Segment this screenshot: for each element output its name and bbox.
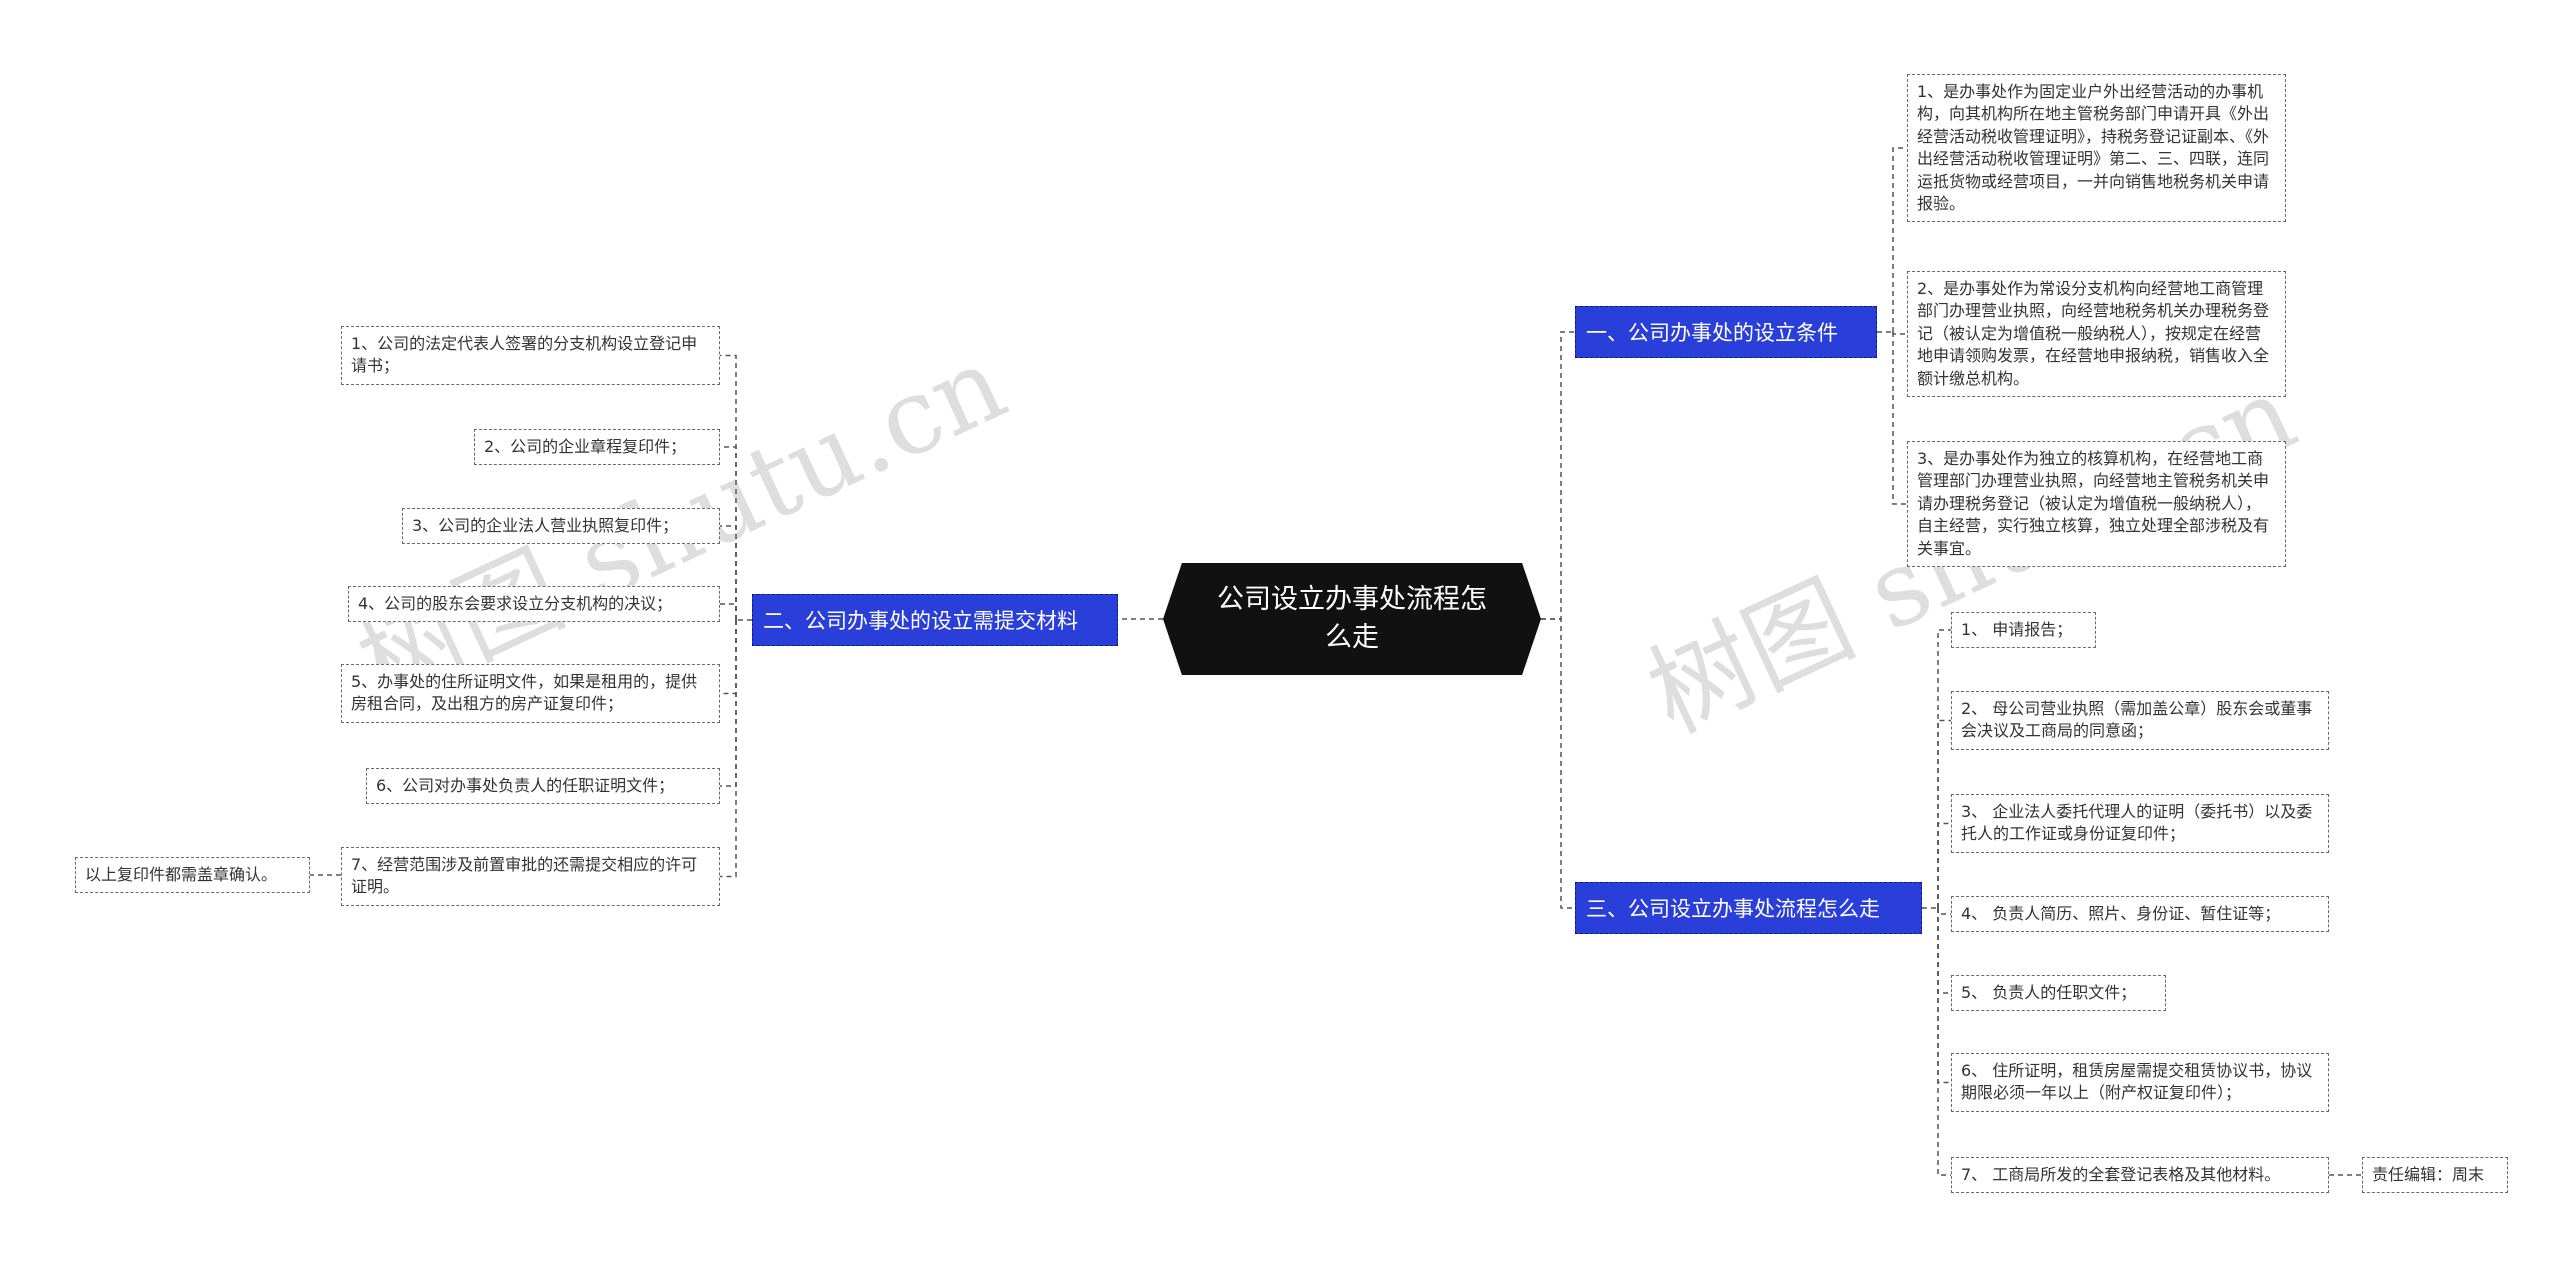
condition-item-3[interactable]: 3、是办事处作为独立的核算机构，在经营地工商管理部门办理营业执照，向经营地主管税… <box>1907 441 2286 567</box>
process-item-2[interactable]: 2、 母公司营业执照（需加盖公章）股东会或董事会决议及工商局的同意函； <box>1951 691 2329 750</box>
b2-child-link-4 <box>720 603 737 620</box>
process-item-5[interactable]: 5、 负责人的任职文件； <box>1951 975 2166 1012</box>
b1-child-link-3 <box>1892 332 1907 505</box>
b2-child-link-7 <box>720 620 737 878</box>
b1-child-link-1 <box>1892 147 1907 332</box>
material-item-2[interactable]: 2、公司的企业章程复印件； <box>474 429 720 466</box>
b3-child-link-1 <box>1937 629 1951 908</box>
b3-child-link-7 <box>1937 908 1951 1176</box>
b1-root-link <box>1541 331 1575 620</box>
b3-child-link-5 <box>1937 908 1951 994</box>
material-note[interactable]: 以上复印件都需盖章确认。 <box>75 857 310 894</box>
b2-child-link-5 <box>720 620 737 695</box>
b3-child-link-6 <box>1937 908 1951 1084</box>
branch-required-materials[interactable]: 二、公司办事处的设立需提交材料 <box>752 594 1118 646</box>
b3-child-link-3 <box>1937 822 1951 908</box>
b2-child-link-1 <box>720 354 737 620</box>
material-item-7[interactable]: 7、经营范围涉及前置审批的还需提交相应的许可证明。 <box>341 847 720 906</box>
b2-child-link-2 <box>720 446 737 620</box>
b3-root-link <box>1541 618 1575 909</box>
condition-item-2[interactable]: 2、是办事处作为常设分支机构向经营地工商管理部门办理营业执照，向经营地税务机关办… <box>1907 271 2286 397</box>
material-item-4[interactable]: 4、公司的股东会要求设立分支机构的决议； <box>348 586 720 623</box>
b3-child-link-4 <box>1937 908 1951 915</box>
process-item-1[interactable]: 1、 申请报告； <box>1951 612 2096 649</box>
editor-note[interactable]: 责任编辑：周末 <box>2362 1157 2508 1194</box>
process-item-7[interactable]: 7、 工商局所发的全套登记表格及其他材料。 <box>1951 1157 2329 1194</box>
process-item-3[interactable]: 3、 企业法人委托代理人的证明（委托书）以及委托人的工作证或身份证复印件； <box>1951 794 2329 853</box>
material-item-5[interactable]: 5、办事处的住所证明文件，如果是租用的，提供房租合同，及出租方的房产证复印件； <box>341 664 720 723</box>
branch-setup-process[interactable]: 三、公司设立办事处流程怎么走 <box>1575 882 1922 934</box>
b3-child-link-2 <box>1937 719 1951 908</box>
b2-child-link-3 <box>720 525 737 620</box>
b1-child-link-2 <box>1892 332 1907 335</box>
material-item-3[interactable]: 3、公司的企业法人营业执照复印件； <box>402 508 720 545</box>
process-item-4[interactable]: 4、 负责人简历、照片、身份证、暂住证等； <box>1951 896 2329 933</box>
branch-establishment-conditions[interactable]: 一、公司办事处的设立条件 <box>1575 306 1877 358</box>
material-item-6[interactable]: 6、公司对办事处负责人的任职证明文件； <box>366 768 720 805</box>
process-item-6[interactable]: 6、 住所证明，租赁房屋需提交租赁协议书，协议期限必须一年以上（附产权证复印件）… <box>1951 1053 2329 1112</box>
b2-child-link-6 <box>720 620 737 787</box>
material-item-1[interactable]: 1、公司的法定代表人签署的分支机构设立登记申请书； <box>341 326 720 385</box>
root-topic[interactable]: 公司设立办事处流程怎么走 <box>1163 563 1541 675</box>
condition-item-1[interactable]: 1、是办事处作为固定业户外出经营活动的办事机构，向其机构所在地主管税务部门申请开… <box>1907 74 2286 223</box>
